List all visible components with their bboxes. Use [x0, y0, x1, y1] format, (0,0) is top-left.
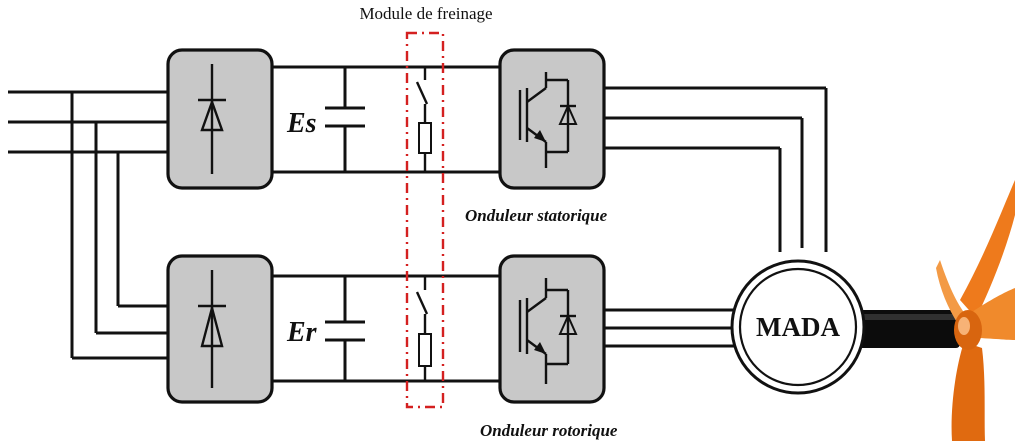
wind-turbine-rotor — [936, 180, 1015, 441]
grid-input-lines — [8, 90, 168, 360]
inverter-rotor-label: Onduleur rotorique — [480, 421, 618, 440]
rectifier-rotor-side — [166, 254, 274, 404]
braking-module-label: Module de freinage — [359, 4, 492, 23]
igbt-symbol — [518, 278, 578, 384]
dc-link-voltage-label-rotor: Er — [286, 317, 318, 348]
inverter-stator — [498, 48, 606, 190]
diode-symbol — [198, 64, 226, 174]
dc-link-voltage-label-stator: Es — [286, 108, 317, 139]
stator-output-lines — [604, 86, 828, 252]
dc-bus-rotor — [272, 274, 500, 383]
rotor-output-lines — [604, 308, 740, 348]
braking-module-frame — [405, 31, 445, 409]
igbt-symbol — [518, 72, 578, 168]
inverter-stator-label: Onduleur statorique — [465, 206, 608, 225]
machine-mada — [730, 259, 866, 395]
dc-bus-stator — [272, 65, 500, 174]
machine-label: MADA — [756, 312, 840, 342]
diode-symbol — [198, 270, 226, 388]
inverter-rotor — [498, 254, 606, 404]
rectifier-stator-side — [166, 48, 274, 190]
